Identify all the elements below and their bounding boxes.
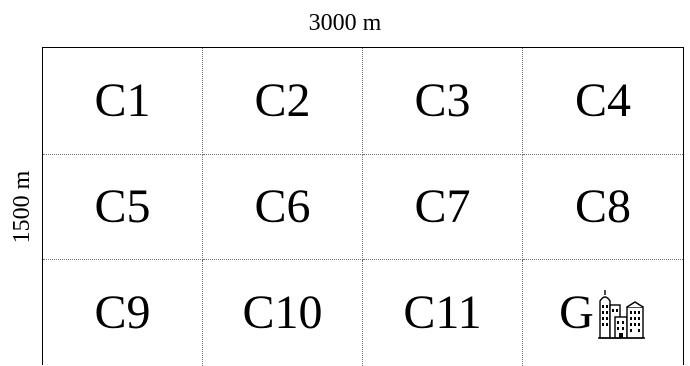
- cell-label: C11: [403, 286, 482, 339]
- cell-label: C9: [94, 286, 151, 339]
- goal-cell: G: [523, 260, 683, 366]
- grid-cell: C4: [523, 48, 683, 155]
- cell-label: C10: [242, 286, 323, 339]
- width-dimension-label: 3000 m: [308, 10, 382, 36]
- cell-label: C4: [574, 74, 631, 127]
- goal-label: G: [559, 286, 594, 339]
- grid-cell: C2: [203, 48, 363, 155]
- grid-cell: C9: [43, 260, 203, 366]
- grid-cell: C6: [203, 155, 363, 260]
- goal-content: G: [559, 285, 647, 341]
- grid-cell: C3: [363, 48, 523, 155]
- grid-cell: C1: [43, 48, 203, 155]
- cell-label: C3: [414, 74, 471, 127]
- cell-grid: C1 C2 C3 C4 C5 C6 C7 C8 C9 C10 C11 G: [42, 47, 684, 366]
- cell-label: C2: [254, 74, 311, 127]
- grid-cell: C5: [43, 155, 203, 260]
- grid-cell: C11: [363, 260, 523, 366]
- cell-label: C8: [574, 180, 631, 233]
- grid-cell: C8: [523, 155, 683, 260]
- cell-label: C6: [254, 180, 311, 233]
- city-buildings-icon: [597, 287, 647, 339]
- grid-cell: C7: [363, 155, 523, 260]
- height-dimension-label: 1500 m: [9, 170, 35, 244]
- cell-label: C5: [94, 180, 151, 233]
- cell-label: C1: [94, 74, 151, 127]
- cell-label: C7: [414, 180, 471, 233]
- grid-cell: C10: [203, 260, 363, 366]
